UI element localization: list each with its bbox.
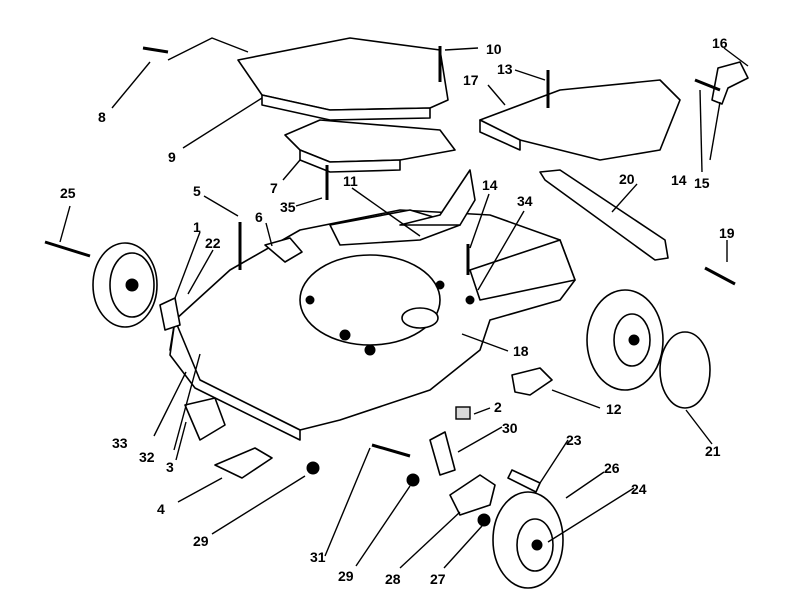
bolt-23 (507, 469, 541, 493)
callout-16: 16 (712, 35, 728, 51)
pivot-bracket-1 (159, 297, 181, 331)
callout-25: 25 (60, 185, 76, 201)
callout-34: 34 (517, 193, 533, 209)
callout-31: 31 (310, 549, 326, 565)
callout-12: 12 (606, 401, 622, 417)
rear-right-wheel (586, 289, 664, 391)
callout-26: 26 (604, 460, 620, 476)
callout-8: 8 (98, 109, 106, 125)
side-rail (539, 169, 669, 261)
callout-27: 27 (430, 571, 446, 587)
clip-bracket (711, 61, 749, 105)
callout-22: 22 (205, 235, 221, 251)
baffle-3 (184, 397, 226, 441)
callout-19: 19 (719, 225, 735, 241)
front-wheel (492, 491, 564, 589)
callout-15: 15 (694, 175, 710, 191)
callout-32: 32 (139, 449, 155, 465)
deflector-4 (214, 447, 273, 479)
callout-4: 4 (157, 501, 165, 517)
axle-nut (306, 461, 491, 527)
callout-21: 21 (705, 443, 721, 459)
upper-bracket (284, 119, 456, 173)
callout-11: 11 (343, 173, 358, 189)
rear-bracket-12 (511, 367, 553, 396)
callout-5: 5 (193, 183, 201, 199)
callout-30: 30 (502, 420, 518, 436)
callout-28: 28 (385, 571, 401, 587)
small-block-2 (455, 406, 471, 420)
top-cover (237, 37, 449, 121)
front-axle-bracket (449, 474, 496, 516)
callout-6: 6 (255, 209, 263, 225)
callout-29-left: 29 (193, 533, 209, 549)
callout-20: 20 (619, 171, 635, 187)
callout-17: 17 (463, 72, 479, 88)
bolts (44, 46, 721, 458)
callout-24: 24 (631, 481, 647, 497)
callout-14-right: 14 (671, 172, 687, 188)
leader-lines (59, 37, 749, 569)
callout-9: 9 (168, 149, 176, 165)
callout-1: 1 (193, 219, 201, 235)
callout-7: 7 (270, 180, 278, 196)
callout-13: 13 (497, 61, 513, 77)
callout-3: 3 (166, 459, 174, 475)
height-lever (429, 431, 456, 476)
callout-29-right: 29 (338, 568, 354, 584)
callout-35: 35 (280, 199, 296, 215)
rod (704, 266, 736, 286)
mower-deck (169, 169, 576, 441)
callout-10: 10 (486, 41, 502, 57)
callout-18: 18 (513, 343, 529, 359)
callout-labels: 8 9 10 13 17 16 14 15 20 19 7 35 5 6 11 … (60, 35, 735, 587)
callout-33: 33 (112, 435, 128, 451)
hubcap (659, 331, 711, 409)
callout-2: 2 (494, 399, 502, 415)
rear-chute-cover (479, 79, 681, 161)
callout-23: 23 (566, 432, 582, 448)
rear-left-wheel (92, 242, 158, 328)
callout-14-center: 14 (482, 177, 498, 193)
